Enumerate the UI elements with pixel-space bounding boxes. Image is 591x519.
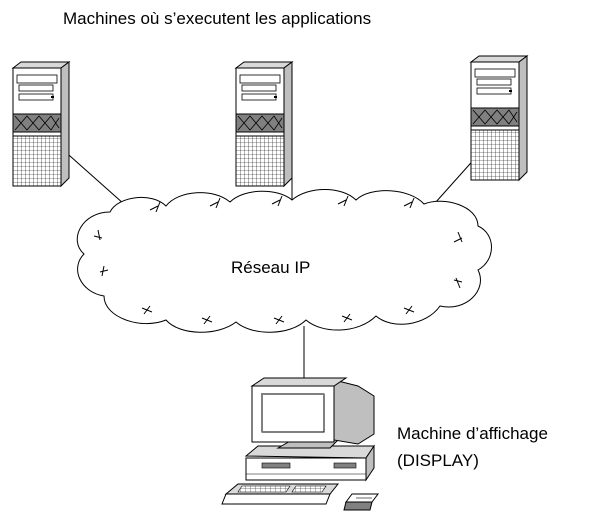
cloud-icon [76,189,492,333]
display-machine-label: Machine d’affichage [397,424,548,443]
servers-caption: Machines où s’executent les applications [63,9,372,28]
display-machine-sublabel: (DISPLAY) [397,451,479,470]
desktop-computer-icon [221,377,379,511]
server-tower-icon [12,61,70,187]
server-tower-icon [235,61,293,187]
network-label: Réseau IP [231,258,311,277]
server-tower-icon [470,55,528,181]
